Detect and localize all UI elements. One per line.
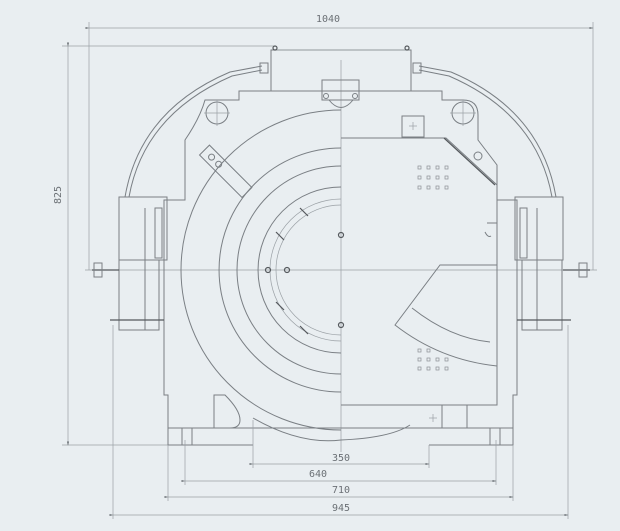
traction-sheave (180, 109, 411, 442)
dimension-label-1040: 1040 (316, 14, 340, 25)
brake-left (92, 62, 269, 331)
dimension-label-710: 710 (332, 485, 350, 496)
motor-cover (341, 137, 498, 429)
dimension-710: 710 (164, 445, 514, 501)
brake-right (412, 62, 590, 331)
housing (163, 90, 518, 429)
vent-holes-top (417, 165, 449, 190)
dimension-350: 350 (249, 420, 430, 468)
dimension-label-640: 640 (309, 469, 327, 480)
vent-holes-bottom (417, 348, 449, 371)
dimension-640: 640 (181, 440, 497, 485)
dimension-label-945: 945 (332, 503, 350, 514)
dimension-label-825: 825 (53, 186, 64, 204)
base-frame (167, 394, 514, 446)
dimension-1040: 1040 (85, 14, 594, 270)
dimension-label-350: 350 (332, 453, 350, 464)
dimension-945: 945 (109, 325, 569, 519)
